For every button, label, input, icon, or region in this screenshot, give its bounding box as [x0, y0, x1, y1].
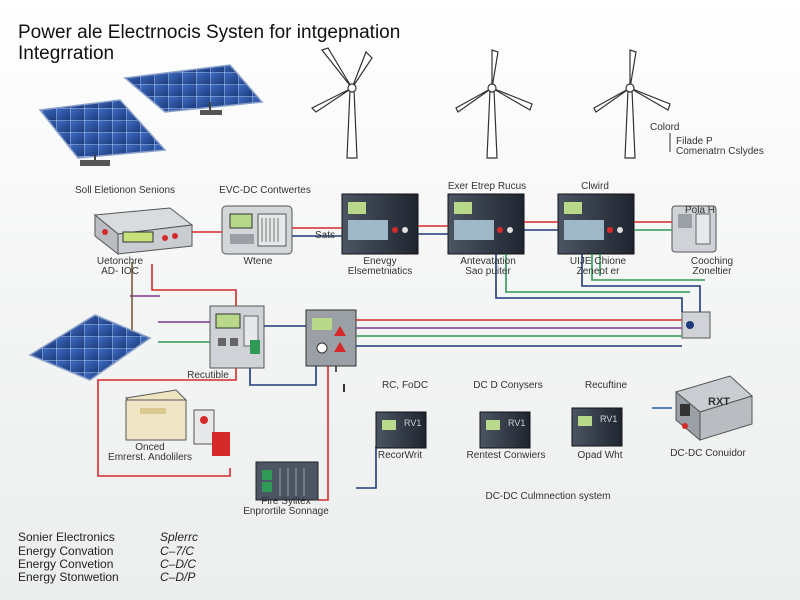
legend-name-1: Sonier Electronics — [18, 530, 115, 544]
switch-box — [193, 409, 230, 456]
label-colord: Colord — [650, 122, 680, 133]
label-cooching-a: Cooching — [690, 256, 734, 267]
fire-system — [255, 461, 319, 501]
label-onced-a: Onced — [135, 442, 165, 453]
evc-converter — [221, 205, 293, 255]
label-evc: EVC-DC Contwertes — [219, 185, 311, 196]
device-text-3: RV1 — [600, 414, 618, 424]
label-antevatation-b: Sao puiter — [465, 266, 511, 277]
legend-name-2: Energy Convation — [18, 544, 114, 558]
label-solar-sensor: Soll Eletionon Senions — [74, 185, 176, 196]
automation-cabinet — [447, 193, 525, 255]
bus-lines — [97, 254, 705, 501]
legend-code-2: C–7/C — [160, 544, 195, 558]
label-comenatrn: Comenatrn Cslydes — [676, 146, 764, 157]
label-energy-b: Elsemetniatics — [347, 266, 413, 277]
label-pola: Pola H — [684, 205, 716, 216]
label-fire-a: Fire Sylitex — [261, 496, 311, 507]
label-uje-b: Zeneot er — [576, 266, 620, 277]
converter-opad — [571, 407, 623, 447]
page-subtitle: Integrration — [18, 43, 115, 64]
solar-array-mid — [28, 314, 152, 381]
label-opad: Opad Wht — [577, 450, 623, 461]
sensor-box — [93, 207, 194, 256]
legend-code-3: C–D/C — [160, 557, 197, 571]
converter-rentest — [479, 411, 531, 449]
dcdc-conductor-box — [674, 375, 753, 442]
label-onced-b: Emrerst. Andolilers — [108, 452, 192, 463]
junction-box — [681, 311, 711, 339]
generator-cabinet — [557, 193, 635, 255]
legend-code-1: Splerrc — [160, 530, 199, 544]
page-title: Power ale Electrnocis Systen for intgepn… — [18, 22, 401, 43]
device-text-1: RV1 — [404, 418, 422, 428]
label-exer: Exer Etrep Rucus — [447, 181, 527, 192]
label-antevatation-a: Antevatation — [460, 256, 516, 267]
converter-recorwrit — [375, 411, 427, 449]
wind-turbine-1 — [310, 47, 373, 159]
label-wtene: Wtene — [243, 256, 273, 267]
label-recuble: Recutible — [187, 370, 229, 381]
label-rentest: Rentest Conwiers — [466, 450, 546, 461]
label-sats: Sats — [314, 230, 336, 241]
cooling-unit — [671, 205, 717, 253]
label-clwird: Clwird — [581, 181, 609, 192]
label-left-box-a: Uetonchre — [96, 256, 144, 267]
onced-storage — [124, 389, 188, 441]
label-recuftine: Recuftine — [584, 380, 628, 391]
inverter-unit — [305, 309, 357, 367]
energy-cabinet — [341, 193, 419, 255]
label-recorwrit: RecorWrit — [377, 450, 423, 461]
label-left-box-b: AD- IOC — [101, 266, 139, 277]
label-cooching-b: Zoneltier — [692, 266, 732, 277]
label-dcd-conv: DC D Conysers — [473, 380, 543, 391]
label-filade: Filade P — [676, 136, 713, 147]
label-dcdc-system: DC-DC Culmnection system — [485, 491, 611, 502]
label-fire-b: Enprortile Sonnage — [243, 506, 329, 517]
top-row-wires — [192, 221, 672, 237]
solar-array-top — [38, 64, 264, 166]
recuble-panel — [209, 305, 265, 369]
legend-code-4: C–D/P — [160, 570, 196, 584]
label-uje-a: UIJE Chione — [569, 256, 627, 267]
label-energy-a: Enevgy — [363, 256, 397, 267]
legend-name-4: Energy Stonwetion — [18, 570, 119, 584]
legend-name-3: Energy Convetion — [18, 557, 114, 571]
wind-turbine-3 — [593, 49, 671, 159]
wind-turbine-2 — [455, 49, 533, 159]
device-text-rxt: RXT — [708, 396, 730, 408]
device-text-2: RV1 — [508, 418, 526, 428]
label-rc-fodc: RC, FoDC — [381, 380, 429, 391]
label-dcdc-conductor: DC-DC Conuidor — [670, 448, 746, 459]
